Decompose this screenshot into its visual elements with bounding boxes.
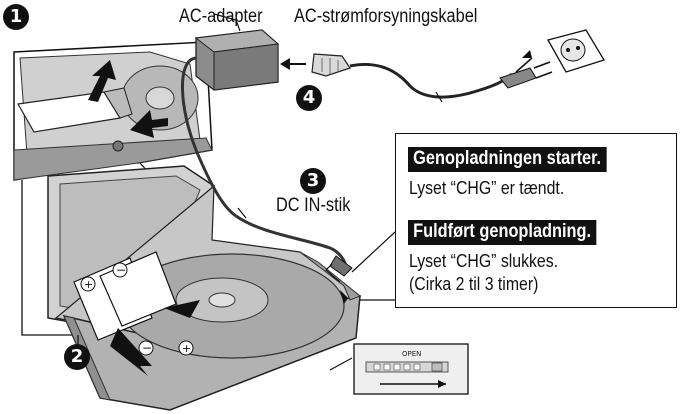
open-label: OPEN xyxy=(402,350,421,358)
charging-complete-text: Lyset “CHG” slukkes. xyxy=(409,251,559,271)
step-2-badge: 2 xyxy=(64,344,90,370)
svg-text:+: + xyxy=(182,342,191,355)
battery-insert-inset xyxy=(13,41,213,181)
svg-text:+: + xyxy=(84,278,93,291)
charging-time-text: (Cirka 2 til 3 timer) xyxy=(409,274,539,294)
svg-text:−: − xyxy=(142,341,152,355)
inset-leader-line xyxy=(21,180,78,336)
wall-socket xyxy=(547,29,605,73)
ac-adapter xyxy=(194,13,280,91)
step-4-badge: 4 xyxy=(296,85,322,111)
step-1-badge: 1 xyxy=(3,4,29,30)
cd-player-device: + − − + xyxy=(47,165,362,411)
ac-power-cable-label: AC-strømforsyningskabel xyxy=(294,6,478,27)
svg-text:−: − xyxy=(116,263,126,277)
charging-complete-header: Fuldført genopladning. xyxy=(408,220,597,245)
charging-status-callout: Genopladningen starter. Lyset “CHG” er t… xyxy=(395,133,677,308)
charging-start-header: Genopladningen starter. xyxy=(408,147,607,172)
open-switch-inset: OPEN xyxy=(329,343,469,395)
ac-power-cable xyxy=(311,50,553,103)
dc-in-label: DC IN-stik xyxy=(276,195,351,216)
charging-start-text: Lyset “CHG” er tændt. xyxy=(409,178,565,198)
dc-cable xyxy=(180,56,348,269)
ac-adapter-label: AC-adapter xyxy=(179,6,263,27)
step-3-badge: 3 xyxy=(300,168,326,194)
